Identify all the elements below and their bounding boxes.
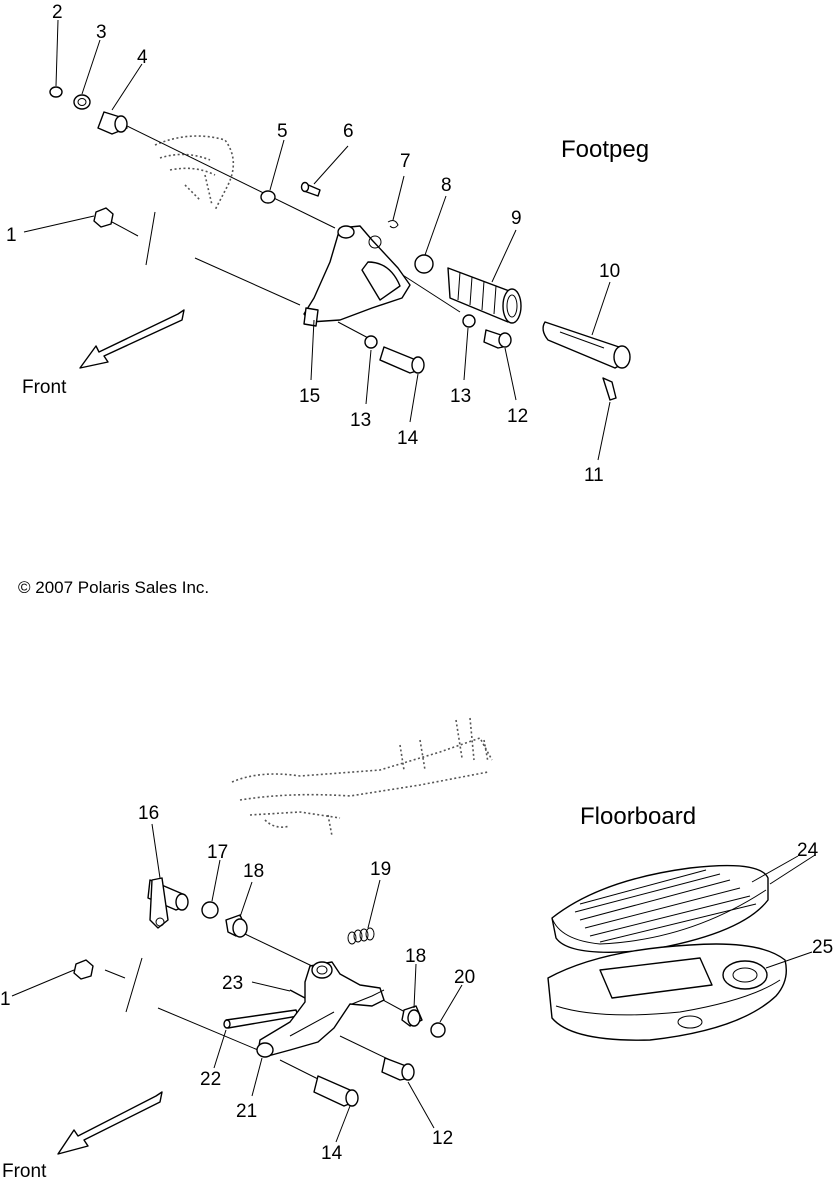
callout-3: 3 [96,22,107,43]
part-1-nut [93,207,114,228]
part-3-washer-hole [77,98,87,106]
part-4-bushing-end [114,115,128,133]
assembly-axis-line [337,321,373,341]
part-13-washer [364,335,378,349]
part-11-cotter-pin [602,377,617,401]
front-arrow-icon [79,309,185,369]
part-1-nut [73,959,94,980]
floorboard-callouts: 16 17 18 19 24 25 1 23 18 20 22 21 14 12 [0,803,833,1164]
frame-ghost-outline [154,135,235,211]
callout-12: 12 [432,1128,453,1149]
callout-2: 2 [52,2,63,23]
callout-24: 24 [797,840,819,861]
assembly-axis-line [104,969,126,979]
front-label: Front [2,1161,47,1179]
callout-22: 22 [200,1069,221,1090]
part-7-clip [387,220,399,229]
assembly-axis-line [397,271,461,313]
part-23-pin [289,989,306,999]
part-18-bushing-end [407,1009,421,1027]
callout-23: 23 [222,973,243,994]
frame-ghost-outline [231,717,493,837]
assembly-axis-line [194,257,301,306]
part-8-washer [414,254,434,274]
footpeg-leader-lines [23,19,611,461]
assembly-axis-line [244,933,313,967]
callout-18: 18 [405,946,426,967]
part-13-washer [462,314,476,328]
assembly-axis-line [279,1059,321,1081]
assembly-axis-line [124,124,336,229]
footpeg-title: Footpeg [561,136,649,163]
callout-15: 15 [299,386,320,407]
callout-13: 13 [450,386,471,407]
part-19-spring [347,927,375,945]
part-22-rod-end [223,1019,231,1029]
part-15-footpeg-bracket [303,225,411,327]
callout-4: 4 [137,47,148,68]
callout-5: 5 [277,121,288,142]
part-10-clevis-pin [542,321,631,369]
callout-11: 11 [584,465,604,486]
assembly-axis-line [157,1007,259,1051]
callout-21: 21 [236,1101,257,1122]
callout-9: 9 [511,208,522,229]
part-25-floorboard-base [547,943,788,1041]
callout-25: 25 [812,937,833,958]
front-arrow-icon [57,1091,163,1155]
floorboard-leader-lines [11,823,816,1143]
part-9-footpeg-rubber [447,267,522,324]
callout-1: 1 [0,989,11,1010]
part-18-bushing-end [232,918,248,938]
callout-8: 8 [441,175,452,196]
callout-19: 19 [370,859,391,880]
callout-7: 7 [400,151,411,172]
part-12-bolt-head [401,1063,415,1081]
assembly-axis-line [339,1035,391,1061]
assembly-break-mark [145,211,156,266]
part-12-bolt-head [498,332,512,348]
part-14-bolt-head [345,1089,359,1107]
callout-14: 14 [321,1143,343,1164]
part-20-ring [430,1022,446,1038]
part-3-washer [73,94,91,110]
assembly-break-mark [125,957,143,1013]
part-21-floorboard-bracket [256,961,385,1058]
part-2-oring [49,86,63,98]
part-24-floorboard-mat [551,864,769,953]
callout-20: 20 [454,967,475,988]
callout-18: 18 [243,861,264,882]
footpeg-callouts: 2 3 4 5 6 7 8 9 10 1 15 13 14 13 12 11 [6,2,620,486]
callout-12: 12 [507,406,528,427]
callout-17: 17 [207,842,228,863]
front-label: Front [22,377,67,398]
callout-10: 10 [599,261,620,282]
part-5-ring [260,190,276,204]
callout-13: 13 [350,410,371,431]
assembly-axis-line [111,221,139,237]
callout-6: 6 [343,121,354,142]
callout-16: 16 [138,803,159,824]
footpeg-section: Footpeg [6,2,649,486]
part-14-bolt-head [411,356,425,374]
part-16-clevis-lever [147,877,189,929]
floorboard-section: Floorboard [0,717,833,1179]
copyright-notice: © 2007 Polaris Sales Inc. [18,578,209,597]
floorboard-title: Floorboard [580,803,696,830]
part-6-pin-head [300,181,310,193]
callout-1: 1 [6,225,17,246]
part-17-ring [201,901,219,919]
callout-14: 14 [397,428,419,449]
